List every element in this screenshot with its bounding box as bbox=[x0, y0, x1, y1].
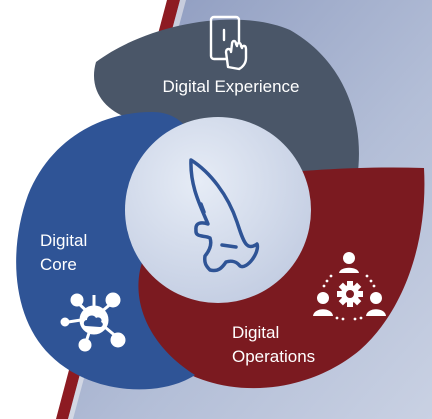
digital-experience-label: Digital Experience bbox=[162, 77, 299, 96]
network-cloud-icon bbox=[60, 292, 126, 352]
digital-operations-label-line2: Operations bbox=[232, 347, 315, 366]
rocket-icon bbox=[189, 158, 260, 273]
digital-core-label-line1: Digital bbox=[40, 231, 87, 250]
team-gear-icon bbox=[313, 252, 386, 321]
digital-operations-label-line1: Digital bbox=[232, 323, 279, 342]
center-circle bbox=[125, 117, 311, 303]
touchscreen-phone-icon bbox=[209, 15, 248, 71]
digital-core-label-line2: Core bbox=[40, 255, 77, 274]
